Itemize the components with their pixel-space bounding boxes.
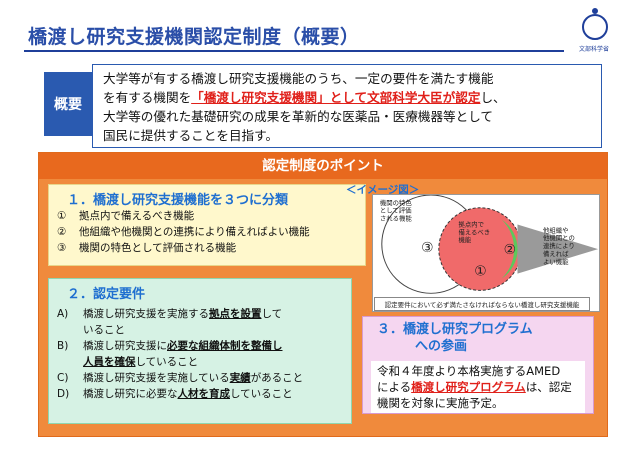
overview-line: 大学等が有する橋渡し研究支援機能のうち、一定の要件を満たす機能 [103, 71, 494, 86]
label1-line3: 機能 [458, 235, 471, 244]
list-item: ① 拠点内で備えるべき機能 [57, 208, 357, 224]
section3-title-cont: への参画 [415, 339, 468, 354]
section1-title: １．橋渡し研究支援機能を３つに分類 [67, 193, 289, 208]
section2-panel: ２．認定要件 A)橋渡し研究支援を実施する拠点を設置していること B)橋渡し研究… [48, 278, 352, 424]
item-text-pre: 橋渡し研究支援を実施する [83, 308, 209, 320]
arrow-shape [517, 224, 599, 274]
label1-line2: 備えるべき [458, 227, 490, 236]
item-text-pre: 橋渡し研究支援に [83, 340, 167, 352]
item-text: 橋渡し研究支援を実施している実績があること [83, 370, 303, 386]
overview-line: 国民に提供することを目指す。 [103, 128, 279, 143]
item-text-pre: 橋渡し研究支援を実施している [83, 372, 230, 384]
section2-title: ２．認定要件 [67, 287, 146, 302]
num1-label: ① [474, 264, 486, 280]
item-text-bold: 実績 [229, 372, 251, 384]
list-item: D) 橋渡し研究に必要な人材を育成していること [57, 386, 343, 402]
overview-text: を有する機関を [103, 90, 192, 105]
green-crescent [501, 219, 518, 279]
section3-body-post: は、認定 [525, 380, 572, 394]
logo-ring-icon [582, 14, 608, 40]
label2-line2: 他機関との [543, 233, 575, 242]
overview-label: 概要 [44, 72, 92, 136]
section3-body: 令和４年度より本格実施するAMED による橋渡し研究プログラムは、認定 機関を対… [371, 361, 585, 413]
item-text-bold: 拠点を設置 [209, 308, 262, 320]
item-text-post: して [261, 308, 283, 320]
label3-line1: 機関の特色 [380, 198, 413, 207]
label1-line1: 拠点内で [458, 219, 484, 228]
ministry-logo: 文部科学省 [572, 8, 616, 56]
item-text-post: があること [250, 372, 304, 384]
label2-line1: 他組織や [543, 225, 569, 234]
label2-line4: 備えれば [543, 249, 569, 258]
item-text: 拠点内で備えるべき機能 [79, 210, 195, 222]
section3-body-line: による橋渡し研究プログラムは、認定 [377, 379, 579, 395]
item-text-cont-bold: 人員を確保 [83, 356, 136, 368]
label3-line3: される機能 [380, 214, 413, 223]
list-item: A) 橋渡し研究支援を実施する拠点を設置していること [57, 306, 343, 338]
logo-dot-icon [592, 8, 598, 14]
overview-highlight: 「橋渡し研究支援機関」として文部科学大臣が認定 [191, 90, 481, 105]
item-number: D) [57, 388, 70, 400]
section3-panel: ３．橋渡し研究プログラム への参画 令和４年度より本格実施するAMED による橋… [362, 316, 594, 414]
item-number: C) [57, 372, 69, 384]
points-header: 認定制度のポイント [39, 153, 607, 179]
section3-body-pre: による [377, 380, 412, 394]
item-number: A) [57, 308, 69, 320]
item-text-pre: 橋渡し研究に必要な [83, 388, 178, 400]
list-item: C) 橋渡し研究支援を実施している実績があること [57, 370, 343, 386]
overview-text: し、 [480, 90, 506, 105]
list-item: ② 他組織や他機関との連携により備えればよい機能 [57, 224, 357, 240]
section3-body-line: 機関を対象に実施予定。 [377, 396, 504, 410]
item-text-post: していること [230, 388, 293, 400]
label2-line3: 連携により [543, 241, 575, 250]
title-divider [24, 50, 564, 52]
overview-line: を有する機関を「橋渡し研究支援機関」として文部科学大臣が認定し、 [103, 88, 591, 107]
item-text: 機関の特色として評価される機能 [79, 242, 237, 254]
label3-line2: として評価 [380, 206, 412, 215]
item-text-bold: 人材を育成 [177, 388, 231, 400]
list-item: B) 橋渡し研究支援に必要な組織体制を整備し人員を確保していること [57, 338, 343, 370]
item-text: 橋渡し研究支援を実施する拠点を設置していること [83, 306, 282, 338]
section3-highlight: 橋渡し研究プログラム [411, 380, 526, 394]
page-title: 橋渡し研究支援機関認定制度（概要） [28, 26, 360, 48]
logo-text: 文部科学省 [578, 46, 609, 53]
section3-body-line: 令和４年度より本格実施するAMED [377, 364, 561, 378]
list-item: ③ 機関の特色として評価される機能 [57, 240, 357, 256]
num3-label: ③ [421, 240, 433, 256]
function-diagram: 機関の特色 として評価 される機能 ③ 拠点内で 備えるべき 機能 ① ② 他組… [372, 194, 600, 312]
section3-title: ３．橋渡し研究プログラム [377, 322, 533, 337]
item-number: B) [57, 340, 69, 352]
overview-line: 大学等の優れた基礎研究の成果を革新的な医薬品・医療機器等として [103, 109, 494, 124]
image-label: ＜イメージ図＞ [346, 184, 420, 196]
item-number: ③ [57, 242, 67, 254]
item-number: ② [57, 226, 67, 238]
label2-line5: よい機能 [543, 257, 569, 266]
item-text-bold: 必要な組織体制を整備し [167, 340, 283, 352]
item-number: ① [57, 210, 67, 222]
item-text: 他組織や他機関との連携により備えればよい機能 [79, 226, 310, 238]
diagram-caption: 認定要件において必ず満たさなければならない橋渡し研究支援機能 [374, 297, 590, 311]
num2-label: ② [504, 242, 516, 258]
item-text-cont: していること [135, 356, 199, 368]
overview-box: 大学等が有する橋渡し研究支援機能のうち、一定の要件を満たす機能 を有する機関を「… [92, 64, 602, 148]
item-text: 橋渡し研究に必要な人材を育成していること [83, 386, 293, 402]
item-text-cont: いること [83, 324, 125, 336]
section1-panel: １．橋渡し研究支援機能を３つに分類 ① 拠点内で備えるべき機能 ② 他組織や他機関と… [48, 184, 366, 266]
item-text: 橋渡し研究支援に必要な組織体制を整備し人員を確保していること [83, 338, 283, 370]
